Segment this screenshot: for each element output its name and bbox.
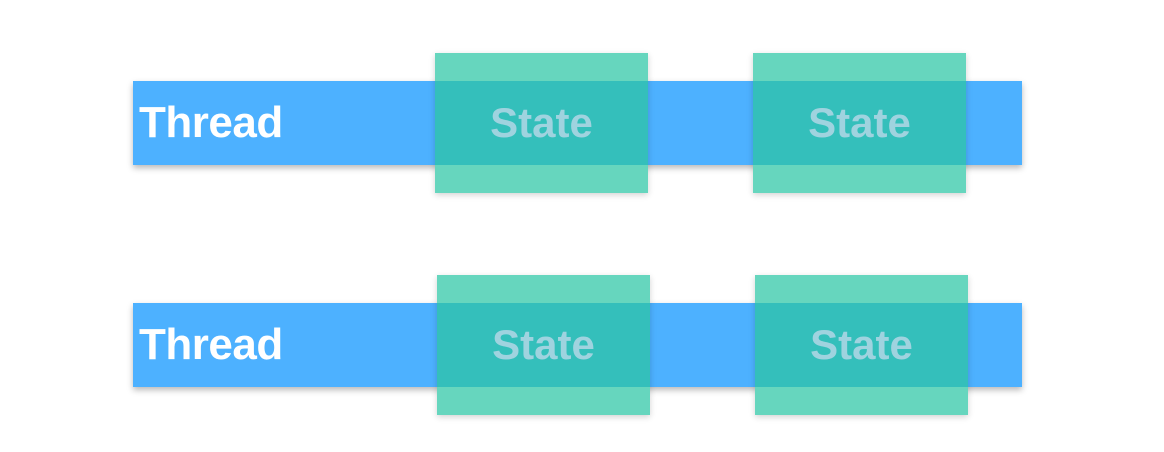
state-label: State bbox=[490, 99, 593, 146]
thread-label: Thread bbox=[139, 98, 283, 147]
state-overlap-band bbox=[437, 303, 650, 387]
state-box: State bbox=[753, 53, 966, 193]
thread-label: Thread bbox=[139, 320, 283, 369]
state-overlap-band bbox=[755, 303, 968, 387]
state-label: State bbox=[492, 321, 595, 368]
state-box: State bbox=[437, 275, 650, 415]
state-overlap-band bbox=[753, 81, 966, 165]
state-box: State bbox=[755, 275, 968, 415]
state-label: State bbox=[810, 321, 913, 368]
state-overlap-band bbox=[435, 81, 648, 165]
state-label: State bbox=[808, 99, 911, 146]
state-box: State bbox=[435, 53, 648, 193]
